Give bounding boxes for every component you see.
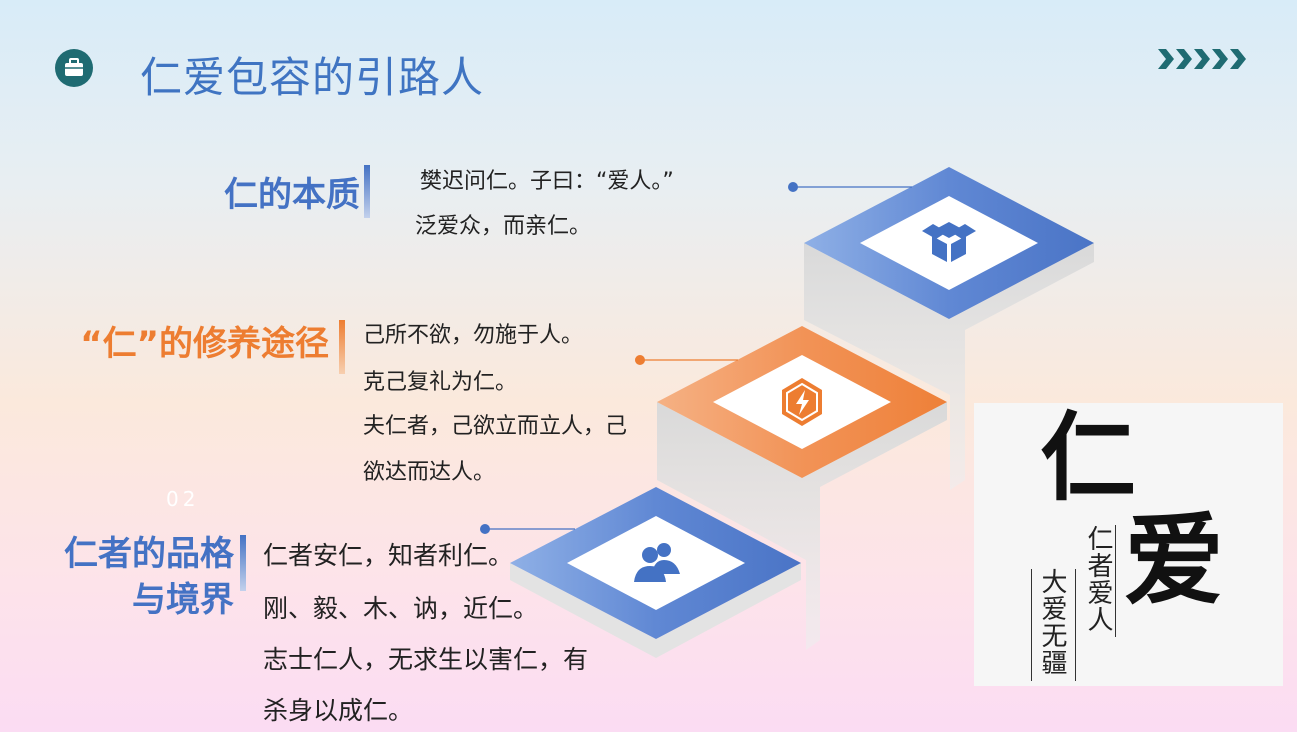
step-top: [804, 167, 1094, 319]
quote-line: 志士仁人，无求生以害仁，有: [263, 645, 589, 674]
slide-title: 仁爱包容的引路人: [140, 53, 485, 102]
section-heading-character: 仁者的品格 与境界: [64, 531, 234, 623]
box-icon: [922, 222, 976, 262]
connector-middle: [635, 355, 738, 365]
calligraphy-char-ai: 爱: [1124, 501, 1224, 619]
divider-line: [1115, 525, 1116, 637]
quote-line: 夫仁者，己欲立而立人，己: [363, 414, 628, 439]
quote-line: 己所不欲，勿施于人。: [363, 323, 584, 348]
quote-line: 刚、毅、木、讷，近仁。: [263, 594, 539, 623]
connector-top: [788, 182, 912, 192]
section-number: 02: [166, 487, 200, 511]
quote-line: 仁者安仁，知者利仁。: [263, 541, 514, 570]
section-heading-cultivation: “仁”的修养途径: [80, 324, 329, 364]
vertical-caption: 大爱无疆: [1037, 568, 1067, 676]
divider-line: [1031, 569, 1032, 681]
section-heading-essence: 仁的本质: [224, 175, 360, 215]
calligraphy-char-ren: 仁: [1040, 401, 1136, 514]
step-walls: [510, 243, 1094, 658]
briefcase-icon: [55, 49, 93, 87]
calligraphy-card: 仁 爱: [974, 403, 1283, 686]
quote-line: 樊迟问仁。子曰：“爱人。”: [420, 169, 674, 194]
heading-line: 与境界: [132, 580, 234, 620]
connector-bottom: [480, 524, 575, 534]
lightning-hexagon-icon: [782, 378, 822, 426]
heading-accent-bar: [339, 320, 345, 374]
quote-line: 泛爱众，而亲仁。: [415, 214, 592, 239]
step-bottom: [510, 487, 801, 639]
users-icon: [634, 543, 680, 582]
vertical-caption: 仁者爱人: [1083, 525, 1113, 633]
quote-line: 克己复礼为仁。: [363, 370, 518, 395]
quote-line: 欲达而达人。: [363, 460, 496, 485]
heading-line: 仁者的品格: [64, 534, 234, 574]
divider-line: [1075, 569, 1076, 681]
heading-accent-bar: [364, 165, 370, 218]
heading-accent-bar: [240, 535, 246, 591]
chevrons-right-icon: [1156, 45, 1251, 77]
quote-line: 杀身以成仁。: [263, 696, 414, 725]
